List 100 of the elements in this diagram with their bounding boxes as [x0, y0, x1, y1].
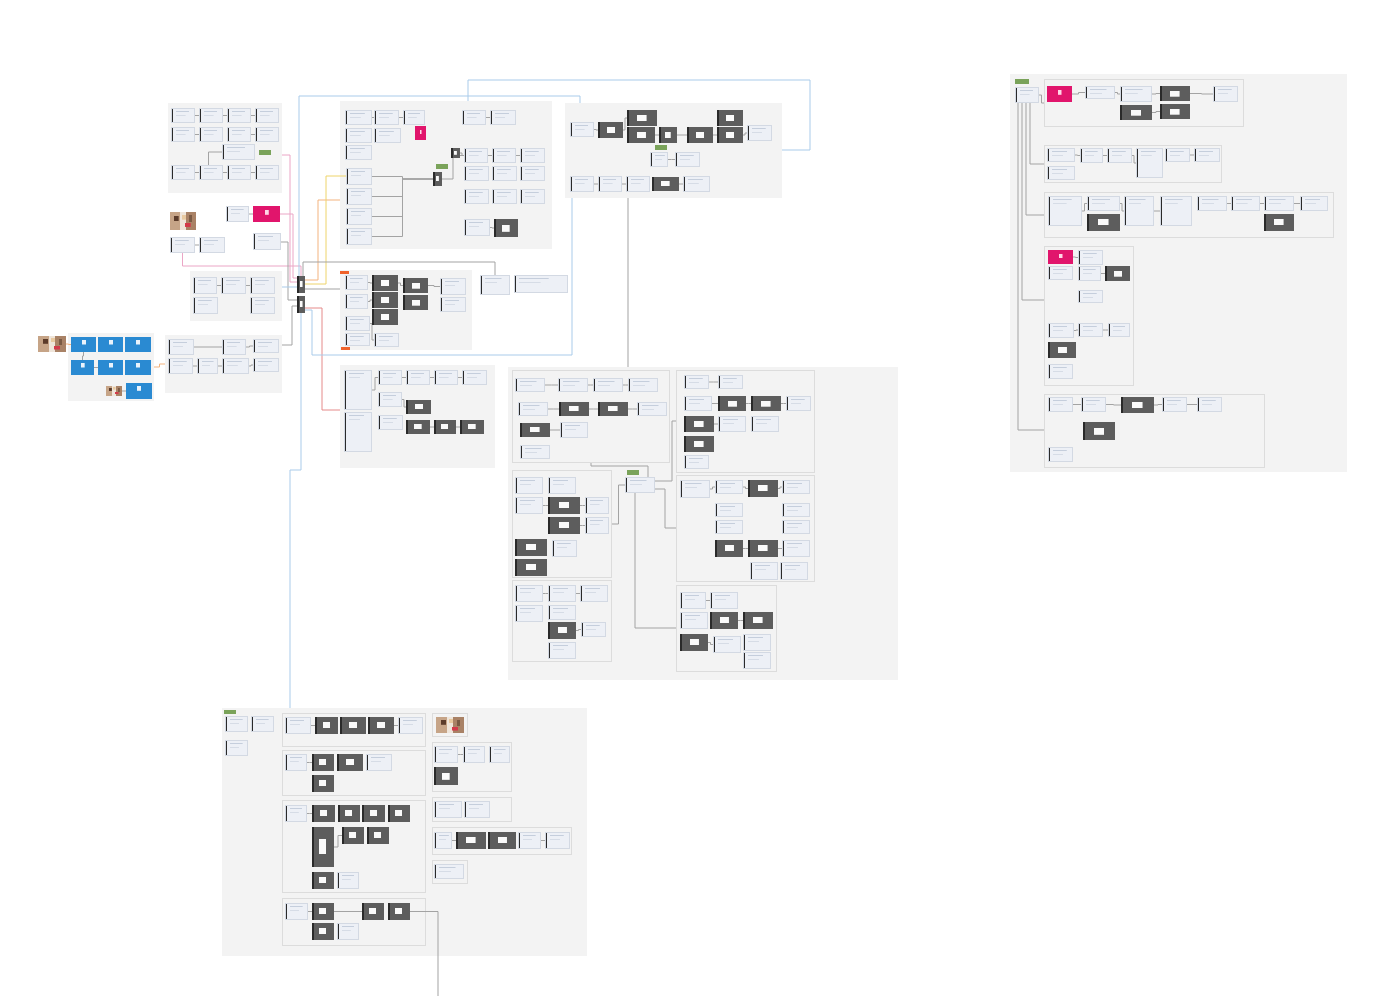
connector-line — [667, 159, 676, 160]
connector-line — [467, 79, 811, 151]
screen-thumbnail — [684, 396, 712, 411]
modal-screen-thumbnail — [388, 903, 410, 920]
connector-line — [737, 620, 744, 621]
connector-line — [302, 261, 496, 277]
screen-thumbnail — [434, 864, 464, 879]
group-panel — [165, 335, 282, 393]
connector-line — [371, 178, 434, 237]
screen-thumbnail — [199, 127, 223, 142]
screen-thumbnail — [581, 622, 606, 637]
modal-screen-thumbnail — [1048, 342, 1076, 358]
connector-line — [194, 151, 223, 173]
modal-screen-thumbnail — [743, 612, 773, 629]
modal-screen-thumbnail — [680, 634, 708, 651]
screen-thumbnail — [226, 206, 249, 222]
modal-screen-thumbnail — [717, 110, 743, 126]
connector-line — [1072, 404, 1082, 405]
screen-thumbnail — [1197, 196, 1227, 211]
screen-thumbnail — [548, 585, 576, 602]
section-panel — [282, 713, 426, 747]
connector-line — [427, 285, 441, 287]
screen-thumbnail — [193, 297, 218, 314]
screen-thumbnail — [743, 652, 771, 669]
screen-thumbnail — [199, 165, 223, 180]
modal-screen-thumbnail — [494, 219, 518, 237]
modal-screen-thumbnail — [312, 872, 334, 889]
modal-screen-thumbnail — [406, 420, 430, 434]
connector-line — [250, 115, 256, 116]
modal-screen-thumbnail — [297, 276, 305, 293]
screen-thumbnail — [1048, 397, 1073, 412]
screen-thumbnail — [344, 370, 372, 410]
connector-line — [429, 377, 435, 378]
connector-line — [289, 312, 302, 709]
screen-thumbnail — [515, 585, 543, 602]
connector-line — [593, 183, 599, 185]
connector-line — [654, 420, 677, 482]
screen-thumbnail — [782, 520, 810, 534]
connector-line — [742, 548, 749, 549]
modal-screen-thumbnail — [520, 423, 550, 437]
screen-thumbnail — [171, 108, 195, 123]
connector-line — [1105, 404, 1122, 406]
screen-thumbnail — [126, 383, 152, 399]
connector-line — [306, 813, 313, 814]
screen-thumbnail — [650, 152, 668, 167]
screen-thumbnail — [1078, 323, 1103, 337]
modal-screen-thumbnail — [312, 754, 334, 771]
connector-line — [707, 642, 714, 645]
screen-thumbnail — [545, 832, 570, 849]
screen-thumbnail — [378, 415, 403, 430]
screen-thumbnail — [222, 339, 246, 355]
connector-line — [193, 346, 223, 348]
screen-thumbnail — [548, 642, 576, 659]
screen-thumbnail — [782, 540, 810, 557]
screen-thumbnail — [1048, 447, 1073, 462]
screen-thumbnail — [337, 923, 359, 940]
connector-line — [1153, 404, 1163, 406]
group-panel — [168, 103, 282, 193]
group-panel — [508, 367, 898, 680]
screen-thumbnail — [1087, 196, 1120, 211]
connector-line — [304, 197, 573, 356]
connector-line — [250, 172, 256, 173]
screen-thumbnail — [637, 402, 667, 416]
screen-thumbnail — [750, 562, 778, 580]
connector-line — [1186, 404, 1198, 405]
screen-thumbnail — [225, 716, 248, 732]
screen-thumbnail — [366, 754, 392, 771]
screen-thumbnail — [715, 480, 743, 494]
connector-line — [1114, 92, 1121, 95]
screen-thumbnail — [1264, 196, 1294, 211]
modal-screen-thumbnail — [710, 612, 738, 629]
connector-line — [549, 429, 561, 431]
group-panel — [68, 333, 154, 401]
connector-line — [622, 384, 629, 386]
screen-thumbnail — [378, 370, 402, 385]
connector-line — [393, 725, 399, 726]
screen-thumbnail — [518, 402, 548, 416]
screen-thumbnail — [125, 337, 151, 352]
screen-thumbnail — [464, 148, 488, 163]
screen-thumbnail — [346, 208, 372, 225]
section-panel — [1044, 246, 1134, 386]
screen-thumbnail — [227, 165, 251, 180]
modal-screen-thumbnail — [659, 127, 677, 143]
modal-screen-thumbnail — [451, 148, 460, 158]
screen-thumbnail — [227, 127, 251, 142]
connector-line — [281, 305, 298, 346]
connector-line — [1073, 329, 1079, 331]
connector-line — [1029, 102, 1045, 165]
screen-thumbnail — [747, 125, 772, 141]
modal-screen-thumbnail — [1105, 266, 1130, 281]
screen-thumbnail — [222, 144, 255, 160]
modal-screen-thumbnail — [652, 177, 679, 191]
section-panel — [282, 800, 426, 893]
connector-line — [279, 213, 298, 279]
connector-line — [304, 175, 347, 285]
screen-thumbnail — [285, 805, 307, 822]
screen-thumbnail — [515, 477, 543, 494]
screen-thumbnail — [489, 746, 510, 763]
connector-line — [248, 213, 254, 215]
modal-screen-thumbnail — [687, 127, 713, 143]
